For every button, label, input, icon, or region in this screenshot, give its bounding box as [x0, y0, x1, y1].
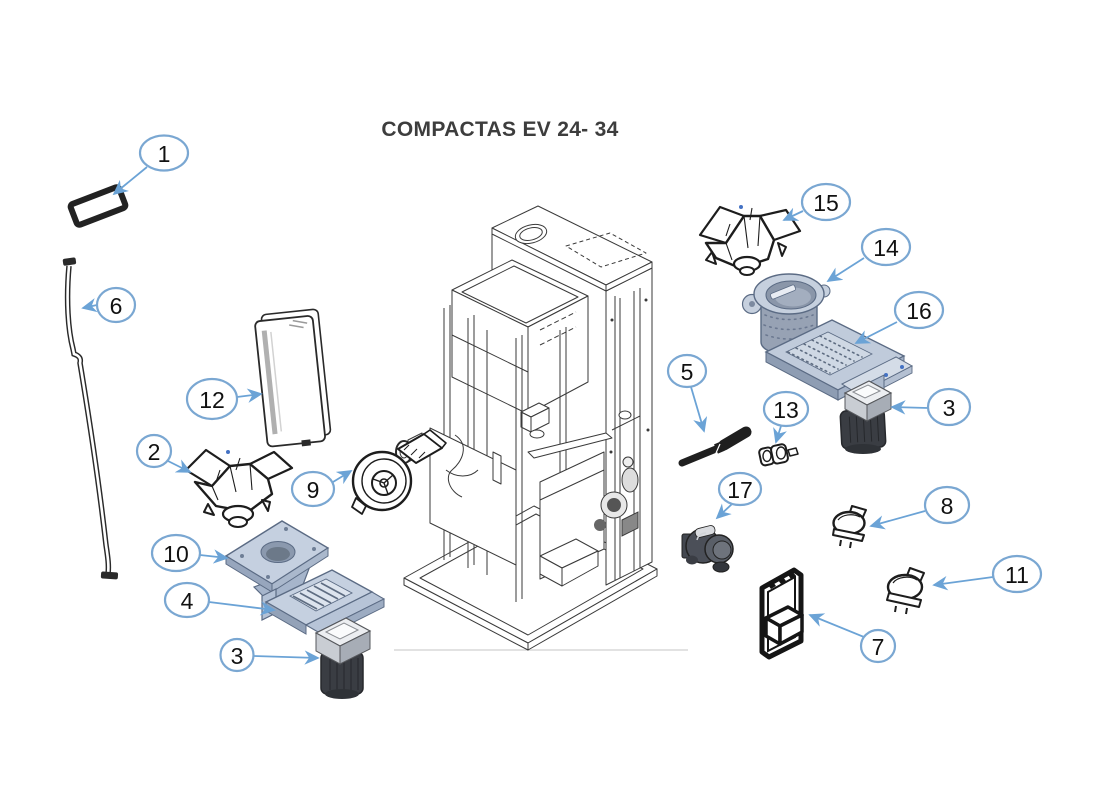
callout-4-label: 4 — [181, 588, 194, 614]
part-16-grate-tray — [764, 319, 914, 414]
part-15-burner-pot — [698, 205, 802, 276]
part-9-exhaust-fan — [351, 429, 447, 515]
callout-17-label: 17 — [727, 477, 753, 503]
pump-detail — [594, 410, 641, 537]
callout-12: 12 — [185, 377, 263, 421]
callout-10-label: 10 — [163, 541, 189, 567]
boiler-frame-drawing — [395, 205, 658, 651]
callout-7-label: 7 — [872, 634, 885, 660]
part-3-gearmotor-left — [314, 617, 372, 699]
flue-hole — [514, 223, 548, 245]
callout-16-label: 16 — [906, 298, 932, 324]
callout-16: 16 — [854, 290, 945, 344]
callout-3-right-label: 3 — [943, 395, 956, 421]
callout-15: 15 — [782, 182, 852, 222]
callout-14-label: 14 — [873, 235, 899, 261]
part-8-thermostat — [832, 505, 867, 549]
callout-13: 13 — [762, 390, 810, 444]
callout-2: 2 — [135, 433, 192, 473]
screw-dot — [226, 450, 230, 454]
callout-6: 6 — [81, 286, 137, 324]
callout-4: 4 — [163, 581, 276, 619]
callout-3-left-label: 3 — [231, 643, 244, 669]
callout-13-label: 13 — [773, 397, 799, 423]
callout-1: 1 — [112, 134, 190, 196]
callout-5-label: 5 — [681, 359, 694, 385]
part-7-control-door — [759, 567, 804, 660]
callout-10: 10 — [150, 533, 229, 573]
part-5-igniter — [678, 426, 752, 467]
page-title: COMPACTAS EV 24- 34 — [381, 118, 618, 141]
part-17-valve-motor — [681, 525, 734, 573]
callout-3-right: 3 — [890, 387, 972, 427]
part-3-gearmotor-right — [839, 380, 893, 454]
callout-8-label: 8 — [941, 493, 954, 519]
callout-5: 5 — [666, 353, 708, 433]
callout-2-label: 2 — [148, 439, 161, 465]
callout-1-label: 1 — [158, 141, 171, 167]
callout-9-label: 9 — [307, 477, 320, 503]
callout-3-left: 3 — [219, 637, 320, 673]
callout-17: 17 — [715, 471, 763, 520]
part-11-thermostat — [886, 567, 925, 615]
part-1-gasket-frame — [67, 184, 129, 228]
callout-8: 8 — [869, 485, 971, 530]
callout-6-label: 6 — [110, 293, 123, 319]
screw-dot — [739, 205, 743, 209]
callout-14: 14 — [826, 227, 912, 282]
part-6-cleaning-rod — [62, 257, 119, 580]
callout-11: 11 — [932, 554, 1043, 594]
callout-9: 9 — [290, 470, 353, 508]
part-2-burner-pot — [184, 448, 294, 528]
part-12-insulation-panel — [254, 308, 332, 448]
part-13-clamp — [758, 443, 799, 467]
callout-7: 7 — [808, 613, 897, 664]
callout-11-label: 11 — [1005, 562, 1029, 588]
part-4-auger-trough — [261, 569, 386, 641]
callout-15-label: 15 — [813, 190, 839, 216]
callout-12-label: 12 — [199, 387, 225, 413]
